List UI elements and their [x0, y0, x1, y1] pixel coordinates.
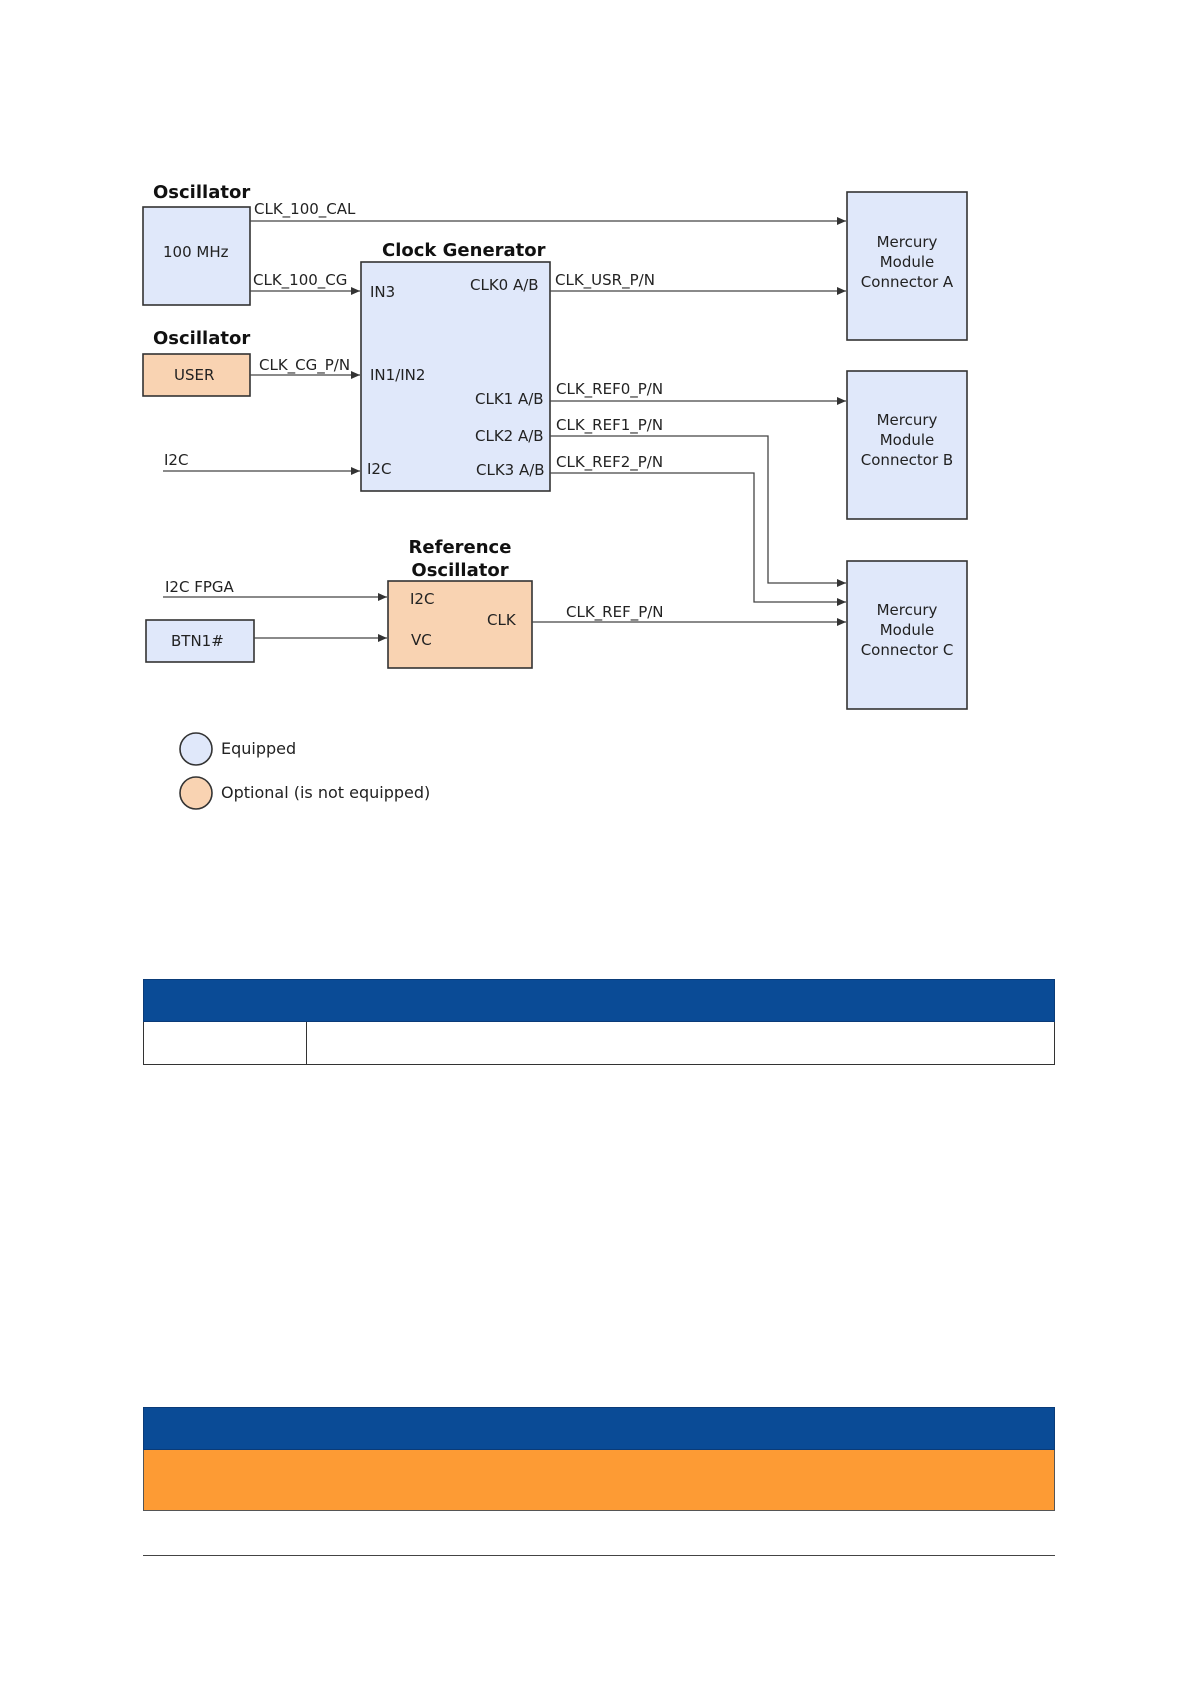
- clockgen-in3: IN3: [370, 283, 395, 301]
- refosc-title2: Oscillator: [411, 560, 508, 581]
- osc-100mhz-box: [142, 206, 251, 306]
- osc2-title: Oscillator: [153, 328, 250, 349]
- osc1-label: 100 MHz: [163, 243, 229, 261]
- connector-b-line1: Mercury: [877, 411, 938, 429]
- connector-c-line2: Module: [880, 621, 935, 639]
- btn1-label: BTN1#: [171, 632, 224, 650]
- sig-clk-ref2-pn: CLK_REF2_P/N: [556, 453, 663, 472]
- legend-equipped-swatch: [179, 732, 213, 766]
- wire-clk-ref1-pn: [550, 435, 846, 587]
- table1-row: [143, 1022, 1055, 1065]
- connector-b-line2: Module: [880, 431, 935, 449]
- table1-cell-divider: [306, 1022, 307, 1064]
- legend-optional-label: Optional (is not equipped): [221, 783, 430, 802]
- refosc-clk: CLK: [487, 611, 517, 629]
- clockgen-clk1: CLK1 A/B: [475, 390, 544, 408]
- sig-i2c-fpga: I2C FPGA: [165, 578, 235, 596]
- table1-header: [143, 979, 1055, 1022]
- sig-clk-ref-pn: CLK_REF_P/N: [566, 603, 664, 622]
- refosc-vc: VC: [411, 631, 432, 649]
- connector-a-line3: Connector A: [861, 273, 954, 291]
- clockgen-title: Clock Generator: [382, 240, 546, 261]
- connector-b-box: [846, 370, 968, 520]
- connector-c-box: [846, 560, 968, 710]
- refosc-title1: Reference: [409, 537, 512, 558]
- clockgen-clk2: CLK2 A/B: [475, 427, 544, 445]
- connector-a-box: [846, 191, 968, 341]
- connector-c-line3: Connector C: [861, 641, 954, 659]
- clock-generator-box: [360, 261, 551, 492]
- refosc-i2c: I2C: [410, 590, 434, 608]
- osc-user-box: [142, 353, 251, 397]
- footer-rule: [143, 1555, 1055, 1556]
- osc2-label: USER: [174, 366, 214, 384]
- connector-c-line1: Mercury: [877, 601, 938, 619]
- clockgen-clk0: CLK0 A/B: [470, 276, 539, 294]
- btn1-box: [145, 619, 255, 663]
- reference-oscillator-box: [387, 580, 533, 669]
- clockgen-i2c: I2C: [367, 460, 391, 478]
- sig-clk-100-cal: CLK_100_CAL: [254, 200, 356, 219]
- wire-clk-ref2-pn: [550, 472, 846, 606]
- legend-equipped-label: Equipped: [221, 739, 296, 758]
- sig-clk-100-cg: CLK_100_CG: [253, 271, 347, 290]
- table2-header: [143, 1407, 1055, 1450]
- sig-i2c: I2C: [164, 451, 188, 469]
- table2-note-row: [143, 1450, 1055, 1511]
- clockgen-clk3: CLK3 A/B: [476, 461, 545, 479]
- sig-clk-cg-pn: CLK_CG_P/N: [259, 356, 350, 375]
- sig-clk-ref1-pn: CLK_REF1_P/N: [556, 416, 663, 435]
- connector-b-line3: Connector B: [861, 451, 953, 469]
- connector-a-line1: Mercury: [877, 233, 938, 251]
- connector-a-line2: Module: [880, 253, 935, 271]
- osc1-title: Oscillator: [153, 182, 250, 203]
- sig-clk-ref0-pn: CLK_REF0_P/N: [556, 380, 663, 399]
- clock-diagram: Oscillator 100 MHz Oscillator USER Clock…: [142, 182, 968, 810]
- legend-optional-swatch: [179, 776, 213, 810]
- clockgen-in1in2: IN1/IN2: [370, 366, 425, 384]
- sig-clk-usr-pn: CLK_USR_P/N: [555, 271, 655, 290]
